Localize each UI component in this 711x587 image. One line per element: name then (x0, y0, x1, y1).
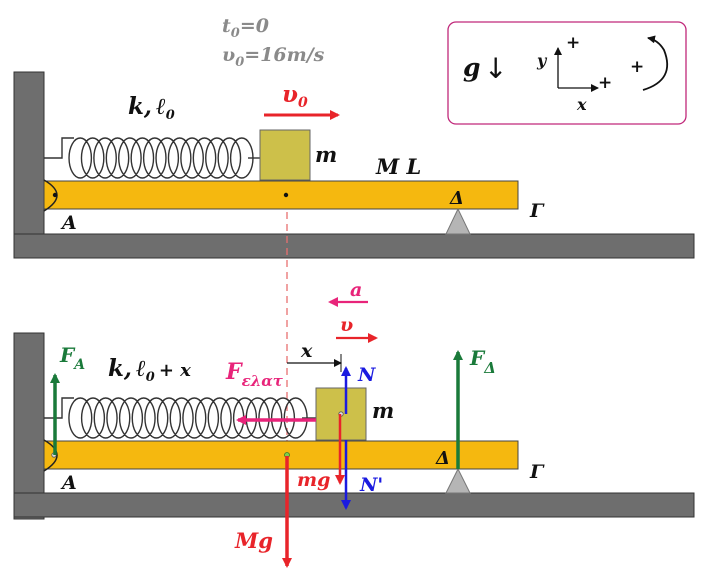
bottom-mass-label: m (372, 398, 394, 423)
top-mass-label: m (315, 142, 337, 167)
bottom-support (445, 467, 471, 494)
y-positive-sign: + (566, 33, 580, 53)
top-spring-label: k,ℓ0 (128, 93, 175, 123)
velocity-label: υ (340, 314, 353, 336)
top-spring (44, 137, 260, 179)
top-floor (13, 233, 695, 259)
normal-force-label: N (357, 364, 376, 386)
bottom-spring (44, 397, 316, 439)
bottom-spring-label: k,ℓ0+ x (108, 355, 191, 385)
force-delta-label: FΔ (469, 346, 496, 377)
v0-initial-label: υ0=16m/s (222, 44, 325, 70)
gravity-arrow-icon: ↓ (484, 52, 507, 85)
bottom-wall (13, 332, 45, 520)
rotation-positive-sign: + (630, 57, 644, 77)
normal-reaction-label: N' (359, 474, 383, 496)
top-hinge-dot (52, 192, 58, 198)
bottom-beam (43, 440, 519, 470)
sign-convention-legend: g ↓ y x + + + (447, 21, 687, 125)
top-block (259, 129, 311, 181)
x-dimension-label: x (300, 340, 313, 362)
rotation-arrow-icon (642, 35, 669, 91)
beam-weight-label: Mg (234, 528, 273, 553)
force-A-label: FA (59, 343, 85, 373)
bottom-floor (13, 492, 695, 518)
bottom-end-label: Γ (529, 461, 545, 483)
top-support-label: Δ (449, 188, 464, 209)
bottom-support-label: Δ (435, 448, 450, 469)
t0-label: t0=0 (222, 15, 269, 41)
top-scene: t0=0 υ0=16m/s k,ℓ0 υ0 m M L A Δ Γ (13, 15, 695, 445)
top-support (445, 207, 471, 235)
x-axis-label: x (576, 95, 587, 114)
bottom-scene: a υ x k,ℓ0+ x FA Fελατ N N' mg Mg FΔ m A… (13, 279, 695, 568)
gravity-label: g (463, 53, 480, 82)
y-axis-label: y (536, 51, 548, 70)
bottom-hinge-label: A (60, 472, 77, 494)
top-cm-dot (283, 192, 289, 198)
top-end-label: Γ (529, 200, 545, 222)
elastic-force-label: Fελατ (225, 359, 284, 390)
x-positive-sign: + (598, 73, 612, 93)
top-hinge-label: A (60, 212, 77, 234)
bottom-hinge (43, 439, 58, 472)
acceleration-label: a (350, 279, 362, 301)
top-beam (43, 180, 519, 210)
top-velocity-label: υ0 (282, 81, 308, 111)
block-weight-label: mg (297, 469, 330, 491)
beam-mass-length-label: M L (375, 154, 421, 179)
top-wall (13, 71, 45, 259)
